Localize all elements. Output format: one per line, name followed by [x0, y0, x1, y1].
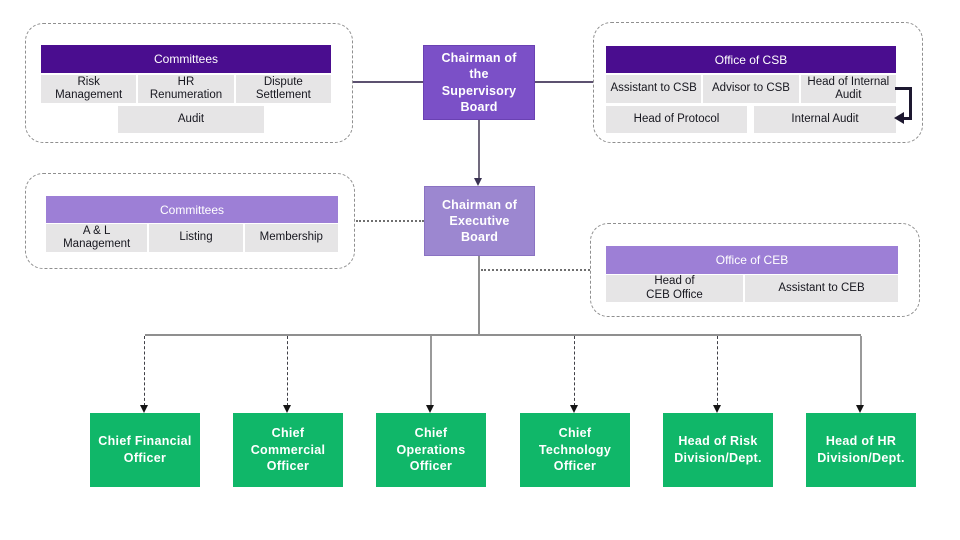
connector-committees-to-chairman	[353, 81, 423, 83]
connector-dropper-cco	[287, 336, 288, 406]
connector-executive-feed	[478, 256, 480, 335]
arrow-down-icon	[570, 405, 578, 413]
executive-node-cfo: Chief Financial Officer	[90, 413, 200, 487]
cell-dispute-settlement: Dispute Settlement	[235, 75, 331, 103]
arrow-down-icon	[856, 405, 864, 413]
office-of-csb-row-2: Head of Protocol Internal Audit	[606, 106, 896, 133]
cell-a-and-l-management: A & L Management	[46, 224, 148, 252]
supervisory-committees-header: Committees	[41, 45, 331, 73]
cell-membership: Membership	[244, 224, 338, 252]
cell-head-of-internal-audit: Head of Internal Audit	[800, 75, 896, 103]
cell-internal-audit: Internal Audit	[754, 106, 896, 133]
connector-dropper-cfo	[144, 336, 145, 406]
connector-executive-to-ceb	[481, 269, 590, 271]
cell-advisor-to-csb: Advisor to CSB	[703, 75, 799, 103]
cell-head-of-protocol: Head of Protocol	[606, 106, 747, 133]
arrow-down-icon	[713, 405, 721, 413]
office-of-ceb-group: Office of CEB Head of CEB Office Assista…	[590, 223, 920, 317]
executive-node-hr: Head of HR Division/Dept.	[806, 413, 916, 487]
executive-node-coo: Chief Operations Officer	[376, 413, 486, 487]
arrow-left-icon	[894, 112, 904, 124]
connector-dropper-risk	[717, 336, 718, 406]
cell-assistant-to-ceb: Assistant to CEB	[745, 275, 898, 302]
csb-audit-arrow-segment	[903, 117, 912, 120]
connector-dropper-cto	[574, 336, 575, 406]
office-of-csb-header: Office of CSB	[606, 46, 896, 73]
office-of-csb-row-1: Assistant to CSB Advisor to CSB Head of …	[606, 75, 896, 103]
csb-audit-arrow-segment	[895, 87, 912, 90]
supervisory-committees-group: Committees Risk Management HR Renumerati…	[25, 23, 353, 143]
office-of-ceb-row: Head of CEB Office Assistant to CEB	[606, 275, 898, 302]
connector-rail	[145, 334, 861, 336]
executive-committees-header: Committees	[46, 196, 338, 223]
chairman-supervisory-board-node: Chairman of the Supervisory Board	[423, 45, 535, 120]
office-of-ceb-header: Office of CEB	[606, 246, 898, 274]
chairman-executive-board-node: Chairman of Executive Board	[424, 186, 535, 256]
executive-committees-row: A & L Management Listing Membership	[46, 224, 338, 252]
arrow-down-icon	[140, 405, 148, 413]
csb-audit-arrow-segment	[909, 87, 912, 120]
connector-supervisory-to-executive	[478, 120, 480, 179]
cell-assistant-to-csb: Assistant to CSB	[606, 75, 702, 103]
executive-committees-group: Committees A & L Management Listing Memb…	[25, 173, 355, 269]
connector-chairman-to-csb	[535, 81, 593, 83]
arrow-down-icon	[283, 405, 291, 413]
connector-committees-to-executive	[356, 220, 424, 222]
executive-node-cco: Chief Commercial Officer	[233, 413, 343, 487]
cell-hr-renumeration: HR Renumeration	[138, 75, 234, 103]
arrow-down-icon	[426, 405, 434, 413]
cell-listing: Listing	[149, 224, 243, 252]
cell-head-of-ceb-office: Head of CEB Office	[606, 275, 743, 302]
supervisory-committees-row: Risk Management HR Renumeration Dispute …	[41, 75, 331, 103]
cell-risk-management: Risk Management	[41, 75, 137, 103]
cell-audit: Audit	[118, 106, 264, 133]
executive-node-cto: Chief Technology Officer	[520, 413, 630, 487]
connector-dropper-hr	[860, 336, 862, 406]
office-of-csb-group: Office of CSB Assistant to CSB Advisor t…	[593, 22, 923, 143]
executive-node-risk: Head of Risk Division/Dept.	[663, 413, 773, 487]
connector-dropper-coo	[430, 336, 432, 406]
arrow-down-icon	[474, 178, 482, 186]
